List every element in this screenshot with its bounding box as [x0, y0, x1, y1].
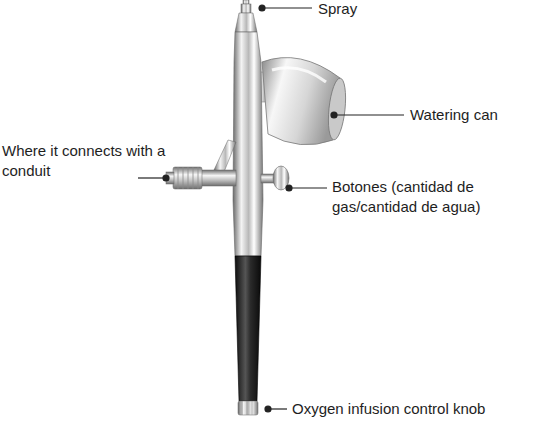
leader-dot [265, 406, 271, 412]
cup [262, 58, 340, 145]
leader-dot [163, 175, 169, 181]
nozzle-tip [243, 0, 249, 4]
cup-rim [326, 77, 348, 140]
leader-line [262, 7, 312, 8]
nozzle-cap [235, 13, 257, 32]
handle [235, 256, 261, 401]
airbrush-body [233, 32, 263, 256]
part-label: Watering can [410, 105, 498, 125]
connector-nut [173, 167, 202, 189]
knob-ridges [242, 401, 252, 415]
leader-line [138, 177, 166, 178]
part-label: Oxygen infusion control knob [292, 399, 485, 419]
nozzle [241, 4, 251, 13]
lever-arm [214, 140, 236, 172]
leader-dot [331, 112, 337, 118]
part-label: Botones (cantidad de gas/cantidad de agu… [332, 177, 536, 217]
leader-line [334, 114, 404, 115]
nut-ridges [178, 167, 198, 189]
connector-tube [200, 170, 236, 186]
control-knob [238, 401, 258, 415]
leader-line [289, 187, 327, 188]
leader-dot [259, 5, 265, 11]
cup-highlight [272, 68, 326, 82]
part-label: Where it connects with a conduit [2, 141, 167, 181]
part-label: Spray [318, 0, 357, 19]
leader-dot [286, 185, 292, 191]
